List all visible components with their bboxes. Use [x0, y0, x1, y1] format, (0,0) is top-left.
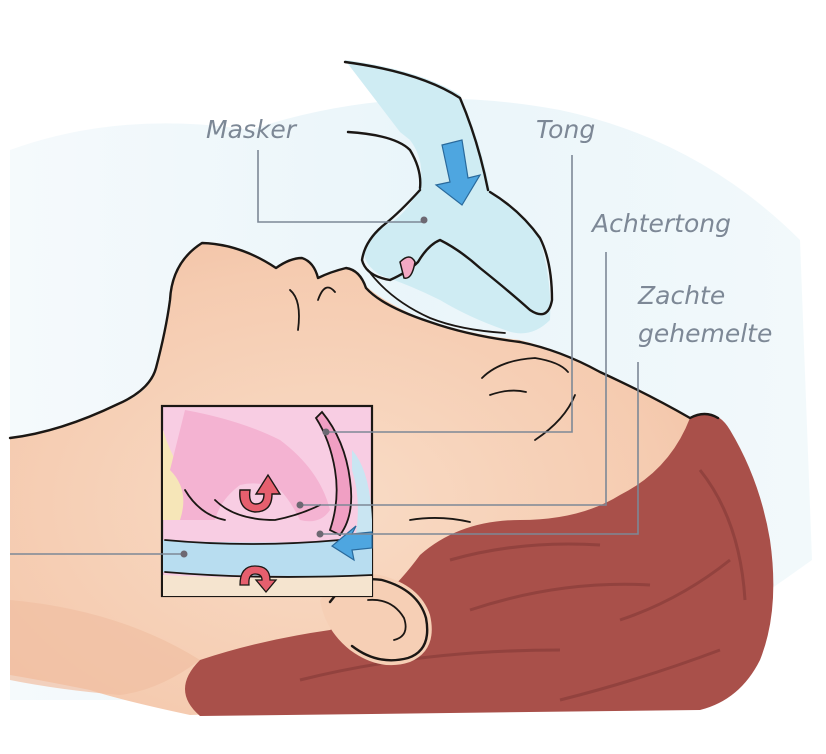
label-gehemelte: gehemelte	[638, 319, 772, 348]
label-zachte: Zachte	[637, 281, 725, 310]
label-masker: Masker	[206, 115, 298, 144]
label-achtertong: Achtertong	[590, 209, 731, 238]
airway-inset	[162, 406, 372, 596]
label-tong: Tong	[536, 115, 595, 144]
